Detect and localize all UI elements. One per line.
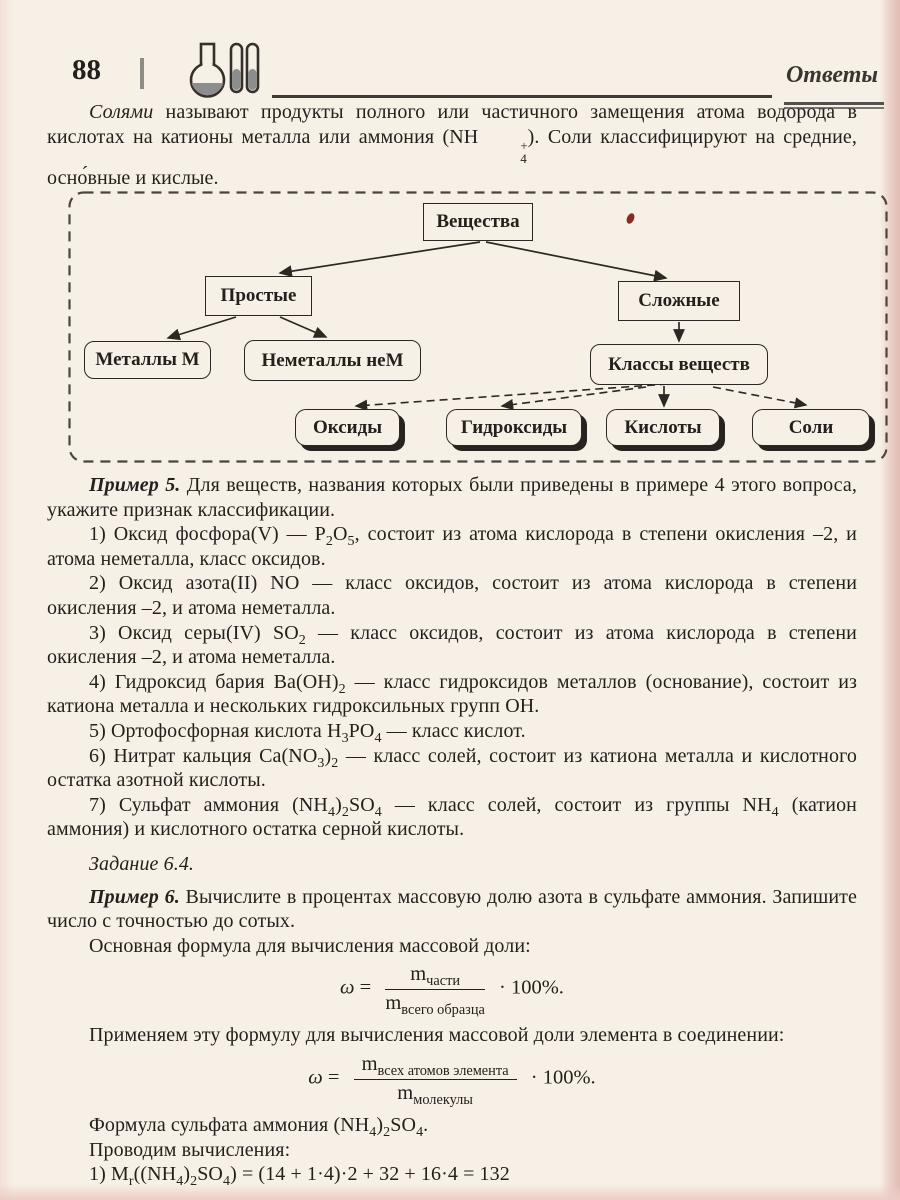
example5-item-6: 6) Нитрат кальция Ca(NO3)2 — класс солей… [47,744,857,792]
mass-fraction-formula: ω = mчасти mвсего образца · 100%. [47,963,857,1019]
example5-item-1: 1) Оксид фосфора(V) — P2O5, состоит из а… [47,523,857,570]
example5-intro: Пример 5. Для веществ, названия которых … [47,474,857,521]
diagram-arrows [68,191,888,463]
header-rule [272,95,772,98]
calc-intro: Проводим вычисления: [89,1138,291,1161]
task-heading: Задание 6.4. [89,852,195,875]
fraction-denominator: mвсего образца [385,992,485,1019]
page-number: 88 [72,54,101,86]
node-oxides: Оксиды [295,409,400,447]
running-title: Ответы [785,62,879,88]
node-simple: Простые [205,276,312,317]
flask-icon [189,42,260,98]
page-edge-right [880,0,900,1200]
formula-rhs: · 100%. [530,1066,596,1089]
element-mass-fraction-formula: ω = mвсех атомов элемента mмолекулы · 10… [47,1053,857,1109]
example6-intro: Пример 6. Вычислите в процентах массовую… [47,885,857,933]
node-substances: Вещества [423,203,533,242]
example5-item-5: 5) Ортофосфорная кислота H3PO4 — класс к… [89,720,526,746]
node-hydroxides: Гидроксиды [446,409,582,447]
formula-fraction: mвсех атомов элемента mмолекулы [353,1053,517,1109]
calc-line: 1) Mr((NH4)2SO4) = (14 + 1·4)·2 + 32 + 1… [89,1163,510,1190]
node-salts: Соли [752,409,870,447]
formula-intro: Основная формула для вычисления массовой… [89,934,531,957]
node-metals: Металлы М [84,341,211,380]
formula-fraction: mчасти mвсего образца [385,963,485,1019]
node-classes: Классы веществ [590,344,768,386]
substances-classification-diagram: Вещества Простые Сложные Металлы М Немет… [68,191,888,463]
formula-lhs: ω = [340,977,372,1000]
formula-note: Формула сульфата аммония (NH4)2SO4. [89,1113,429,1140]
node-acids: Кислоты [606,409,720,447]
running-title-underline-top [784,102,884,105]
example5-item-2: 2) Оксид азота(II) NO — класс оксидов, с… [47,572,857,620]
page-content: Солями называют продукты полного или час… [47,100,888,1190]
header-divider-tick [140,58,144,89]
fraction-numerator: mвсех атомов элемента [353,1053,517,1080]
example5-item-4: 4) Гидроксид бария Ba(OH)2 — класс гидро… [47,670,857,718]
node-complex: Сложные [618,281,740,322]
fraction-numerator: mчасти [385,963,485,991]
intro-paragraph: Солями называют продукты полного или час… [47,101,857,190]
running-title-underline-bottom [784,107,884,109]
example5-item-3: 3) Оксид серы(IV) SO2 — класс оксидов, с… [47,621,857,669]
formula-lhs: ω = [308,1066,340,1089]
apply-intro: Применяем эту формулу для вычисления мас… [89,1024,785,1047]
fraction-denominator: mмолекулы [397,1081,473,1109]
page-edge-left [0,0,14,1200]
example5-item-7: 7) Сульфат аммония (NH4)2SO4 — класс сол… [47,793,857,841]
node-nonmetals: Неметаллы неМ [244,340,421,382]
formula-rhs: · 100%. [499,977,564,1000]
